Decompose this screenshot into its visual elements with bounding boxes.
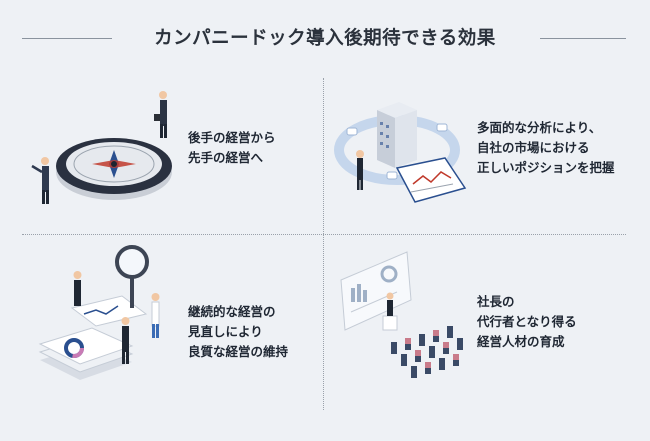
effect-caption-3: 継続的な経営の 見直しにより 良質な経営の維持 [188,304,289,359]
effect-caption-4: 社長の 代行者となり得る 経営人材の育成 [477,294,577,349]
building-analysis-icon [334,102,467,203]
effect-caption-2: 多面的な分析により、 自社の市場における 正しいポジションを把握 [477,120,615,175]
effect-card-4: 社長の 代行者となり得る 経営人材の育成 [327,240,628,390]
compass-icon [31,91,172,204]
title-bar: カンパニードック導入後期待できる効果 [0,14,650,54]
vertical-divider [323,78,324,410]
seminar-training-icon [340,251,463,378]
page-title: カンパニードック導入後期待できる効果 [154,28,496,49]
effect-card-2: 多面的な分析により、 自社の市場における 正しいポジションを把握 [327,80,628,230]
title-rule-right [540,38,626,39]
effect-card-3: 継続的な経営の 見直しにより 良質な経営の維持 [22,240,323,390]
effect-card-1: 後手の経営から 先手の経営へ [22,80,323,230]
effect-caption-1: 後手の経営から 先手の経営へ [188,130,276,165]
horizontal-divider [22,234,626,235]
title-rule-left [22,38,112,39]
magnifier-review-icon [38,245,160,380]
